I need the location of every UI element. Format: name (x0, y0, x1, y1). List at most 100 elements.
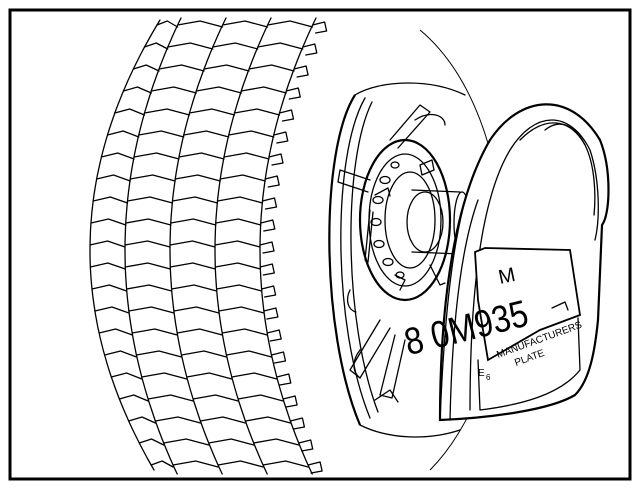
tread-block-edge (138, 438, 165, 446)
tire-tread (89, 17, 328, 475)
tread-shoulder-lug (273, 131, 289, 144)
plate-mark-glyph (551, 301, 569, 311)
tread-block-edge (218, 306, 265, 314)
tread-block-edge (219, 174, 266, 182)
tread-block-edge (257, 42, 304, 50)
tread-block-edge (180, 350, 228, 358)
tread-block-edge (98, 328, 133, 336)
plate-small-mark: E (478, 368, 485, 379)
manufacturers-plate-cover (438, 103, 610, 422)
wheel-hub (358, 138, 471, 302)
tread-block-edge (135, 350, 183, 358)
tread-block-edge (174, 174, 221, 182)
tread-block-edge (131, 328, 178, 336)
tread-shoulder-lug (270, 351, 287, 364)
wheel-rim (328, 82, 466, 438)
tread-block-edge (143, 108, 191, 116)
tread-groove-4 (259, 17, 317, 475)
tread-block-edge (195, 86, 242, 94)
tread-shoulder-lug (260, 219, 276, 232)
tread-shoulder-lug (264, 175, 280, 188)
tread-block-edge (118, 394, 149, 402)
tread-block-edge (262, 460, 309, 468)
tread-block-edge (188, 108, 236, 116)
tread-block-edge (170, 218, 217, 226)
tread-block-edge (221, 328, 268, 336)
tread-block-edge (89, 262, 126, 270)
tread-block-edge (266, 20, 314, 28)
tread-block-edge (172, 460, 219, 468)
tread-groove-1 (124, 17, 182, 475)
tread-block-edge (173, 306, 220, 314)
tread-block-edge (91, 284, 128, 292)
tread-block-edge (170, 284, 218, 292)
tread-block-edge (212, 42, 259, 50)
tread-block-edge (128, 416, 157, 424)
tread-groove-3 (214, 17, 272, 475)
tread-block-edge (231, 372, 278, 380)
tread-block-edge (90, 218, 127, 226)
tread-block-edge (94, 306, 130, 314)
tread-block-edge (154, 416, 202, 424)
tread-block-edge (176, 20, 224, 28)
tread-block-edge (163, 438, 210, 446)
tread-block-edge (141, 372, 188, 380)
tread-block-edge (225, 350, 273, 358)
tread-block-edge (147, 394, 194, 402)
plate-partial-letter: M (496, 264, 517, 289)
tread-block-edge (228, 130, 275, 138)
tread-block-edge (233, 108, 281, 116)
tread-block-edge (133, 152, 180, 160)
tread-block-edge (176, 328, 223, 336)
tread-shoulder-lug (298, 439, 314, 452)
tread-block-edge (178, 152, 225, 160)
tread-shoulder-lug (302, 43, 318, 56)
tread-block-edge (125, 284, 173, 292)
plate-small-mark-2: 6 (486, 373, 491, 382)
tread-shoulder-lug (278, 109, 295, 122)
tread-block-edge (214, 240, 261, 248)
tread-block-edge (143, 42, 169, 50)
tread-block-edge (237, 394, 284, 402)
tread-block-edge (150, 460, 174, 468)
tread-block-edge (214, 262, 261, 270)
tread-block-edge (114, 108, 146, 116)
tread-block-edge (199, 416, 247, 424)
tread-block-edge (124, 240, 171, 248)
tread-block-edge (96, 174, 131, 182)
tread-block-edge (217, 460, 264, 468)
tread-shoulder-lug (282, 395, 298, 408)
tread-block-edge (216, 196, 264, 204)
tread-block-edge (132, 64, 160, 72)
tread-block-edge (124, 262, 171, 270)
tread-block-edge (169, 240, 216, 248)
tread-shoulder-lug (266, 329, 282, 342)
tread-block-edge (253, 438, 300, 446)
tread-shoulder-lug (307, 461, 323, 474)
tread-block-edge (186, 372, 233, 380)
tread-block-edge (106, 130, 140, 138)
tread-groove-2 (169, 17, 227, 475)
tread-block-edge (122, 86, 152, 94)
tread-block-edge (129, 174, 176, 182)
tread-shoulder-lug (261, 197, 278, 210)
tread-block-edge (150, 86, 197, 94)
tread-block-edge (89, 240, 126, 248)
tread-block-edge (208, 438, 255, 446)
tread-shoulder-lug (293, 65, 309, 78)
tread-block-edge (138, 130, 185, 138)
tread-block-edge (171, 196, 219, 204)
tread-shoulder-lug (311, 21, 328, 34)
tread-block-edge (183, 130, 230, 138)
tread-block-edge (128, 306, 175, 314)
tread-block-edge (167, 42, 214, 50)
tread-shoulder-lug (263, 307, 279, 320)
tread-block-edge (169, 262, 216, 270)
tread-block-edge (223, 152, 270, 160)
tread-block-edge (215, 284, 263, 292)
tread-shoulder-lug (259, 263, 275, 276)
tread-shoulder-lug (289, 417, 306, 430)
tread-block-edge (244, 416, 292, 424)
